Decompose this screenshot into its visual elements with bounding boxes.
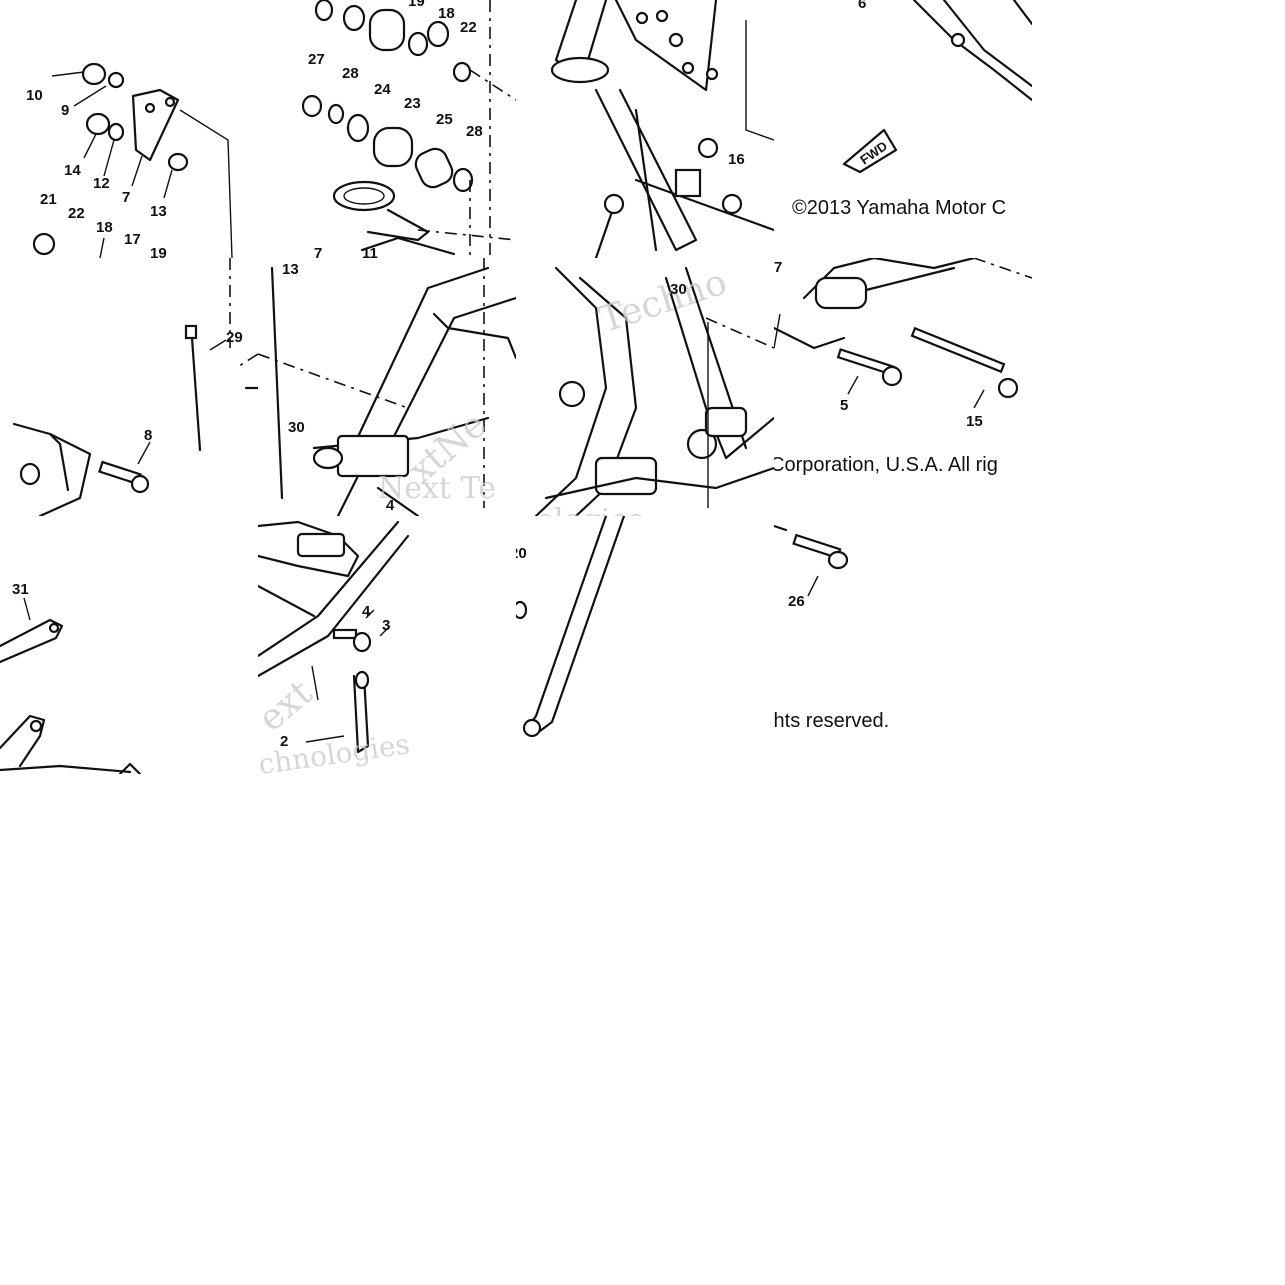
callout-label: 30 — [670, 281, 687, 298]
diagram-tile-bottom-center-right: 20 — [516, 516, 774, 774]
frame-loop-drawing: Techno ologies 30 — [534, 262, 774, 516]
copyright-line-2: Corporation, U.S.A. All rig — [774, 454, 998, 476]
diagram-tile-middle-right: 2 5 15 7 Corporation, U.S.A. All rig — [774, 258, 1032, 516]
diagram-tile-middle-center-right: Techno ologies 30 — [516, 258, 774, 516]
callout-label: 13 — [150, 203, 167, 220]
diagram-tile-top-left: 10 9 14 12 7 13 21 22 18 17 19 — [0, 0, 258, 258]
bracket-parts-drawing: 10 9 14 12 7 13 21 22 18 17 19 — [26, 62, 233, 258]
callout-label: 17 — [124, 231, 141, 248]
diagram-tile-middle-left: 29 8 — [0, 258, 258, 516]
callout-label: 6 — [858, 0, 866, 12]
callout-label: 8 — [144, 427, 152, 444]
callout-label: 5 — [840, 397, 848, 414]
diagram-tile-bottom-right: 26 ıhts reserved. — [774, 516, 1032, 774]
callout-label: 19 — [408, 0, 425, 10]
cross-member-drawing: ext chnologies 4 3 2 — [258, 520, 412, 774]
callout-label: 22 — [68, 205, 85, 222]
callout-label: 20 — [516, 545, 527, 562]
callout-label: 14 — [64, 162, 81, 179]
callout-label: 2 — [280, 733, 288, 750]
callout-label: 9 — [61, 102, 69, 119]
callout-label: 12 — [93, 175, 110, 192]
callout-label: 3 — [382, 617, 390, 634]
bolts-drawing: 2 5 15 7 — [774, 258, 1032, 479]
callout-label: 19 — [150, 245, 167, 258]
callout-label: 4 — [386, 497, 395, 514]
callout-label: 15 — [966, 413, 983, 430]
watermark-text: ologies — [536, 503, 644, 516]
stay-drawing: 31 — [0, 581, 142, 774]
watermark-text: ext — [258, 672, 321, 740]
copyright-line-1: ©2013 Yamaha Motor C — [792, 197, 1007, 219]
diagram-tile-bottom-center-left: ext chnologies 4 3 2 — [258, 516, 516, 774]
callout-label: 7 — [314, 245, 322, 258]
diagram-tile-top-center-left: 19 18 22 27 28 24 23 25 28 7 11 — [258, 0, 516, 258]
callout-label: 30 — [288, 419, 305, 436]
mount-bolt-drawing: 29 8 — [12, 258, 258, 516]
callout-label: 11 — [362, 245, 378, 258]
callout-label: 4 — [362, 603, 371, 620]
watermark-text: Techno — [595, 262, 732, 341]
callout-label: 29 — [226, 329, 243, 346]
frame-rear-drawing: xtNe Next Te 13 30 4 — [258, 258, 516, 516]
callout-label: 21 — [40, 191, 57, 208]
fwd-arrow-drawing: 6 FWD — [842, 0, 1032, 174]
long-bolt-drawing: 26 — [774, 524, 849, 610]
callout-label: 26 — [788, 593, 805, 610]
callout-label: 25 — [436, 111, 453, 128]
callout-label: 24 — [374, 81, 391, 98]
diagram-tile-top-center-right: 16 — [516, 0, 774, 258]
callout-label: 27 — [308, 51, 325, 68]
bushing-parts-drawing: 19 18 22 27 28 24 23 25 28 7 11 — [301, 0, 516, 258]
copyright-line-3: ıhts reserved. — [774, 710, 890, 732]
callout-label: 7 — [774, 259, 782, 276]
callout-label: 23 — [404, 95, 421, 112]
callout-label: 31 — [12, 581, 29, 598]
callout-label: 18 — [438, 5, 455, 22]
callout-label: 16 — [728, 151, 745, 168]
diagram-tile-top-right: 6 FWD ©2013 Yamaha Motor C — [774, 0, 1032, 258]
diagram-tile-bottom-left: 31 — [0, 516, 258, 774]
callout-label: 7 — [122, 189, 130, 206]
diagram-tile-middle-center-left: xtNe Next Te 13 30 4 — [258, 258, 516, 516]
watermark-text: Next Te — [378, 471, 496, 506]
callout-label: 18 — [96, 219, 113, 236]
callout-label: 10 — [26, 87, 43, 104]
callout-label: 28 — [342, 65, 359, 82]
callout-label: 13 — [282, 261, 299, 278]
callout-label: 28 — [466, 123, 483, 140]
callout-label: 22 — [460, 19, 477, 36]
tube-drawing: 20 — [516, 516, 626, 738]
frame-head-drawing: 16 — [550, 0, 774, 258]
